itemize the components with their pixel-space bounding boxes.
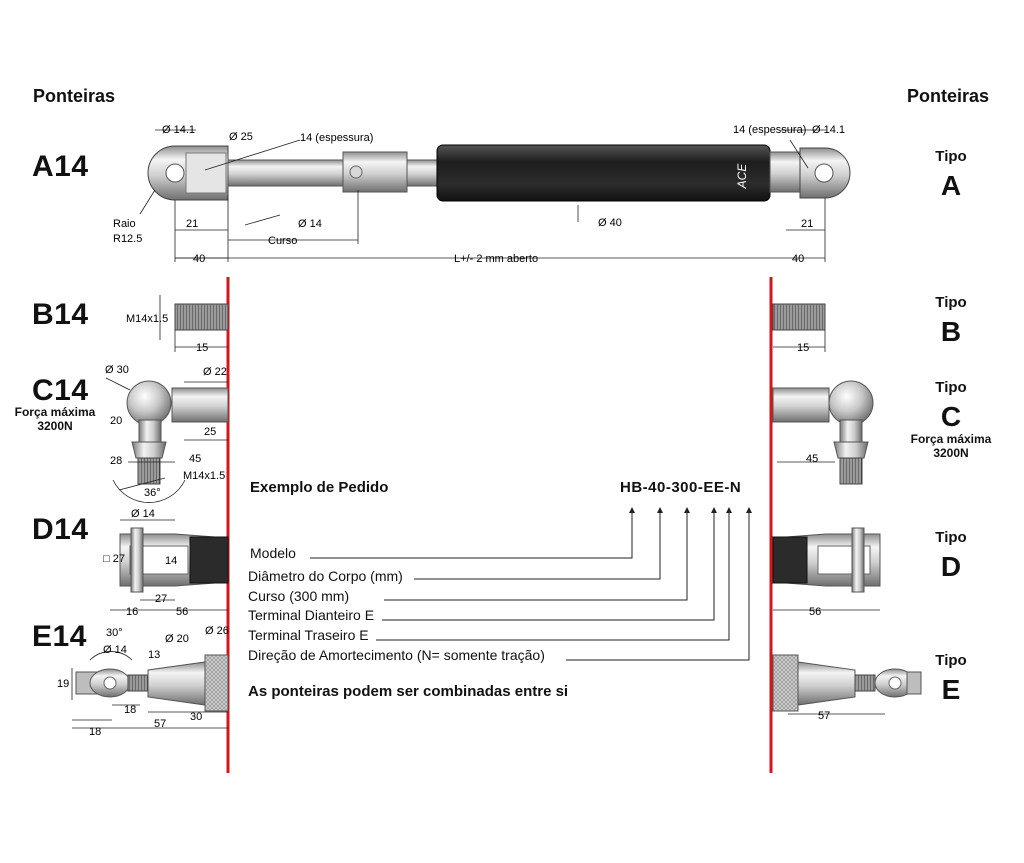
code-d14: D14: [32, 513, 89, 546]
end-d14-left: [119, 527, 229, 593]
c14-force-line1: Força máxima: [14, 405, 96, 419]
dim-c14-len25: 25: [204, 426, 216, 438]
dim-a14-d14-1-right: Ø 14.1: [812, 124, 845, 136]
dim-e14-angle30: 30°: [106, 627, 123, 639]
dim-b14-thread: M14x1.5: [126, 313, 168, 325]
dim-e14-len13: 13: [148, 649, 160, 661]
dim-e14-d14: Ø 14: [103, 644, 127, 656]
end-d14-right: [772, 527, 881, 593]
dim-d14-h14: 14: [165, 555, 177, 567]
dim-b14-len15-left: 15: [196, 342, 208, 354]
tipo-letter-a: A: [940, 170, 962, 201]
dim-e14-d20: Ø 20: [165, 633, 189, 645]
dim-a14-d25: Ø 25: [229, 131, 253, 143]
dim-c14-d22: Ø 22: [203, 366, 227, 378]
code-c14: C14: [32, 374, 89, 407]
dim-c14-h28: 28: [110, 455, 122, 467]
order-item-terminal-traseiro: Terminal Traseiro E: [248, 627, 369, 643]
end-c14-left: [126, 380, 229, 485]
order-item-curso: Curso (300 mm): [248, 588, 350, 604]
dim-c14-d30: Ø 30: [105, 364, 129, 376]
dim-c14-len45-left: 45: [189, 453, 201, 465]
dim-b14-len15-right: 15: [797, 342, 809, 354]
end-b14-right: [772, 303, 826, 331]
tipo-letter-d: D: [940, 551, 962, 582]
c-force-line1: Força máxima: [910, 432, 992, 446]
dim-e14-d26: Ø 26: [205, 625, 229, 637]
header-right: Ponteiras: [907, 86, 990, 106]
end-e14-left: [75, 654, 229, 712]
dim-e14-len18a: 18: [124, 704, 136, 716]
end-b14-left: [174, 303, 229, 331]
d14-dimensions: [110, 519, 880, 611]
tipo-label-c: Tipo: [935, 379, 967, 396]
tipo-label-e: Tipo: [935, 652, 967, 669]
tipo-label-d: Tipo: [935, 529, 967, 546]
c14-force-note-left: Força máxima 3200N: [12, 405, 98, 433]
c-force-line2: 3200N: [933, 446, 969, 460]
dim-a14-thickness-left: 14 (espessura): [300, 132, 373, 144]
tipo-letter-c: C: [940, 401, 962, 432]
order-item-direcao: Direção de Amortecimento (N= somente tra…: [248, 647, 545, 663]
dim-a14-len21-left: 21: [186, 218, 198, 230]
dim-a14-radius-1: Raio: [113, 218, 136, 230]
dim-a14-radius-2: R12.5: [113, 233, 142, 245]
dim-e14-len57-left: 57: [154, 718, 166, 730]
order-item-diametro: Diâmetro do Corpo (mm): [248, 568, 403, 584]
a14-dimensions: [139, 129, 826, 262]
dim-c14-thread: M14x1.5: [183, 470, 225, 482]
tipo-label-a: Tipo: [935, 148, 967, 165]
dim-c14-len45-right: 45: [806, 453, 818, 465]
dim-d14-len56-left: 56: [176, 606, 188, 618]
order-example-title: Exemplo de Pedido: [250, 479, 389, 496]
dim-d14-d14: Ø 14: [131, 508, 155, 520]
header-left: Ponteiras: [33, 86, 116, 106]
tipo-letter-b: B: [940, 316, 962, 347]
gas-spring-a14: ACE: [147, 144, 851, 202]
dim-d14-len56-right: 56: [809, 606, 821, 618]
dim-e14-h19: 19: [57, 678, 69, 690]
dim-a14-d40: Ø 40: [598, 217, 622, 229]
c14-force-line2: 3200N: [37, 419, 73, 433]
tipo-letter-e: E: [941, 674, 961, 705]
dim-a14-d14-rod: Ø 14: [298, 218, 322, 230]
dim-d14-len27: 27: [155, 593, 167, 605]
dim-a14-len40-left: 40: [193, 253, 205, 265]
tipo-label-b: Tipo: [935, 294, 967, 311]
dim-a14-curso: Curso: [268, 235, 297, 247]
end-e14-right: [772, 654, 922, 712]
dim-a14-overall: L+/- 2 mm aberto: [454, 253, 538, 265]
dim-a14-len40-right: 40: [792, 253, 804, 265]
dim-a14-thickness-right: 14 (espessura): [733, 124, 806, 136]
dim-e14-len18b: 18: [89, 726, 101, 738]
order-example-code: HB-40-300-EE-N: [620, 479, 742, 496]
dim-e14-len30: 30: [190, 711, 202, 723]
code-e14: E14: [32, 620, 87, 653]
order-item-terminal-dianteiro: Terminal Dianteiro E: [248, 607, 375, 623]
order-item-modelo: Modelo: [250, 545, 296, 561]
combinable-note: As ponteiras podem ser combinadas entre …: [248, 683, 569, 700]
dim-d14-sq27: □ 27: [103, 553, 125, 565]
code-a14: A14: [32, 150, 89, 183]
dim-d14-len16: 16: [126, 606, 138, 618]
order-leader-lines: [310, 507, 752, 661]
code-b14: B14: [32, 298, 89, 331]
body-brand: ACE: [735, 163, 749, 190]
dim-a14-d14-1-left: Ø 14.1: [162, 124, 195, 136]
dim-a14-len21-right: 21: [801, 218, 813, 230]
dim-e14-len57-right: 57: [818, 710, 830, 722]
c-force-note-right: Força máxima 3200N: [906, 432, 996, 460]
end-c14-right: [772, 380, 874, 485]
b14-dimensions: [159, 295, 826, 352]
dim-c14-angle36: 36°: [144, 487, 161, 499]
dim-c14-h20: 20: [110, 415, 122, 427]
